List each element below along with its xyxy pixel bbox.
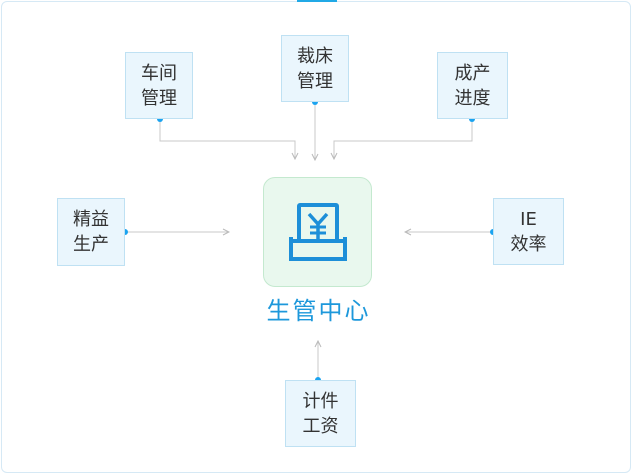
top-accent-bar (297, 0, 337, 2)
node-ie-line2: 效率 (510, 233, 547, 255)
node-cutting-management: 裁床 管理 (281, 35, 349, 102)
node-workshop-management: 车间 管理 (125, 52, 193, 119)
connector-progress (334, 119, 473, 159)
node-progress-line1: 成产 (454, 62, 491, 84)
node-piecework-wage: 计件 工资 (285, 380, 356, 447)
node-wage-line1: 计件 (302, 390, 339, 412)
node-lean-line2: 生产 (73, 234, 109, 255)
connector-workshop (159, 119, 295, 159)
node-ie-line1: IE (520, 208, 537, 230)
node-ie-efficiency: IE 效率 (493, 198, 564, 265)
node-cutting-line2: 管理 (297, 70, 333, 92)
node-workshop-line2: 管理 (141, 87, 177, 109)
node-workshop-line1: 车间 (141, 62, 177, 84)
node-production-progress: 成产 进度 (437, 52, 508, 119)
hub-title: 生管中心 (266, 297, 371, 325)
node-wage-line2: 工资 (302, 415, 339, 437)
node-cutting-line1: 裁床 (297, 45, 333, 67)
hub-production-center (263, 177, 372, 287)
cash-register-icon (289, 203, 347, 261)
node-lean-production: 精益 生产 (57, 198, 125, 266)
node-progress-line2: 进度 (454, 87, 491, 109)
node-lean-line1: 精益 (73, 209, 109, 230)
